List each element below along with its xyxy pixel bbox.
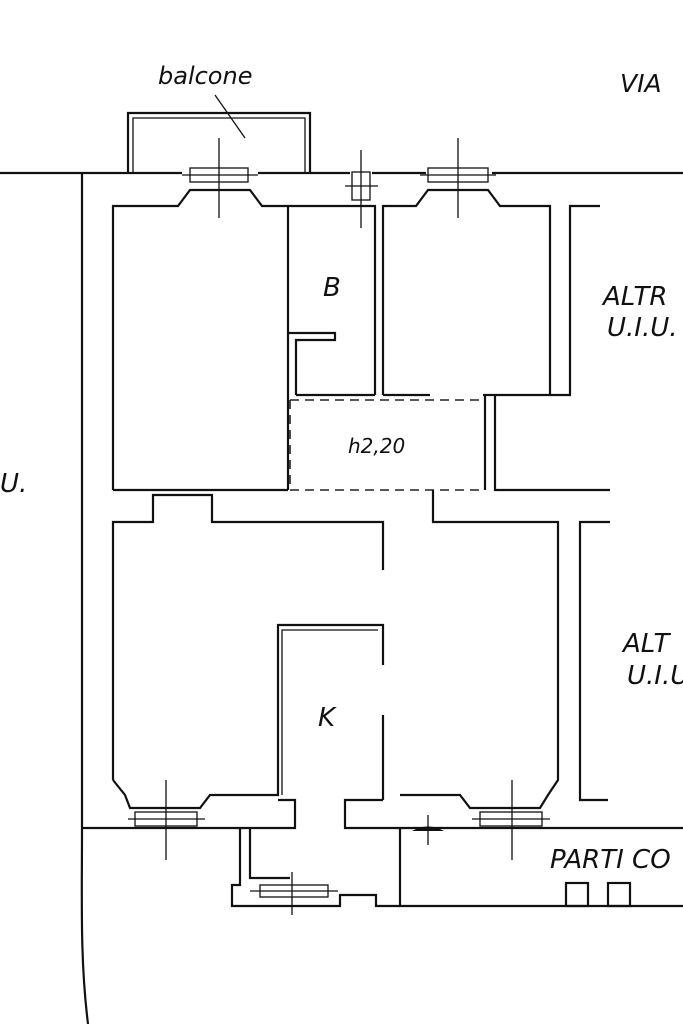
bottom-facade (82, 798, 683, 908)
street-label: VIA (620, 69, 662, 98)
room-bathroom (286, 204, 377, 490)
window-bedroom-2 (420, 138, 496, 218)
window-kitchen (472, 780, 550, 860)
balcony-label: balcone (158, 62, 252, 90)
window-living (128, 780, 205, 860)
window-balcony (182, 138, 258, 218)
other-units-top-line1: ALTR (601, 282, 667, 312)
right-wall-bottom (578, 520, 610, 802)
kitchen-label: K (318, 703, 337, 733)
bathroom-label: B (323, 273, 341, 303)
door-threshold (412, 815, 444, 845)
room-bedroom-1 (111, 188, 288, 492)
room-bedroom-2 (381, 188, 552, 397)
window-service (250, 872, 338, 915)
right-wall-top (550, 204, 600, 397)
room-living (111, 493, 385, 810)
left-units-label: U. (0, 469, 27, 499)
corridor (289, 395, 610, 492)
room-kitchen (343, 490, 560, 830)
left-boundary (80, 173, 90, 1024)
common-parts-label: PARTI CO (550, 845, 671, 875)
other-units-bottom-line2: U.I.U (627, 661, 683, 691)
ceiling-height-label: h2,20 (348, 434, 405, 458)
other-units-bottom-line1: ALT (621, 629, 672, 659)
window-bathroom (345, 150, 378, 228)
balcony (126, 94, 312, 173)
other-units-top-line2: U.I.U. (607, 313, 678, 343)
